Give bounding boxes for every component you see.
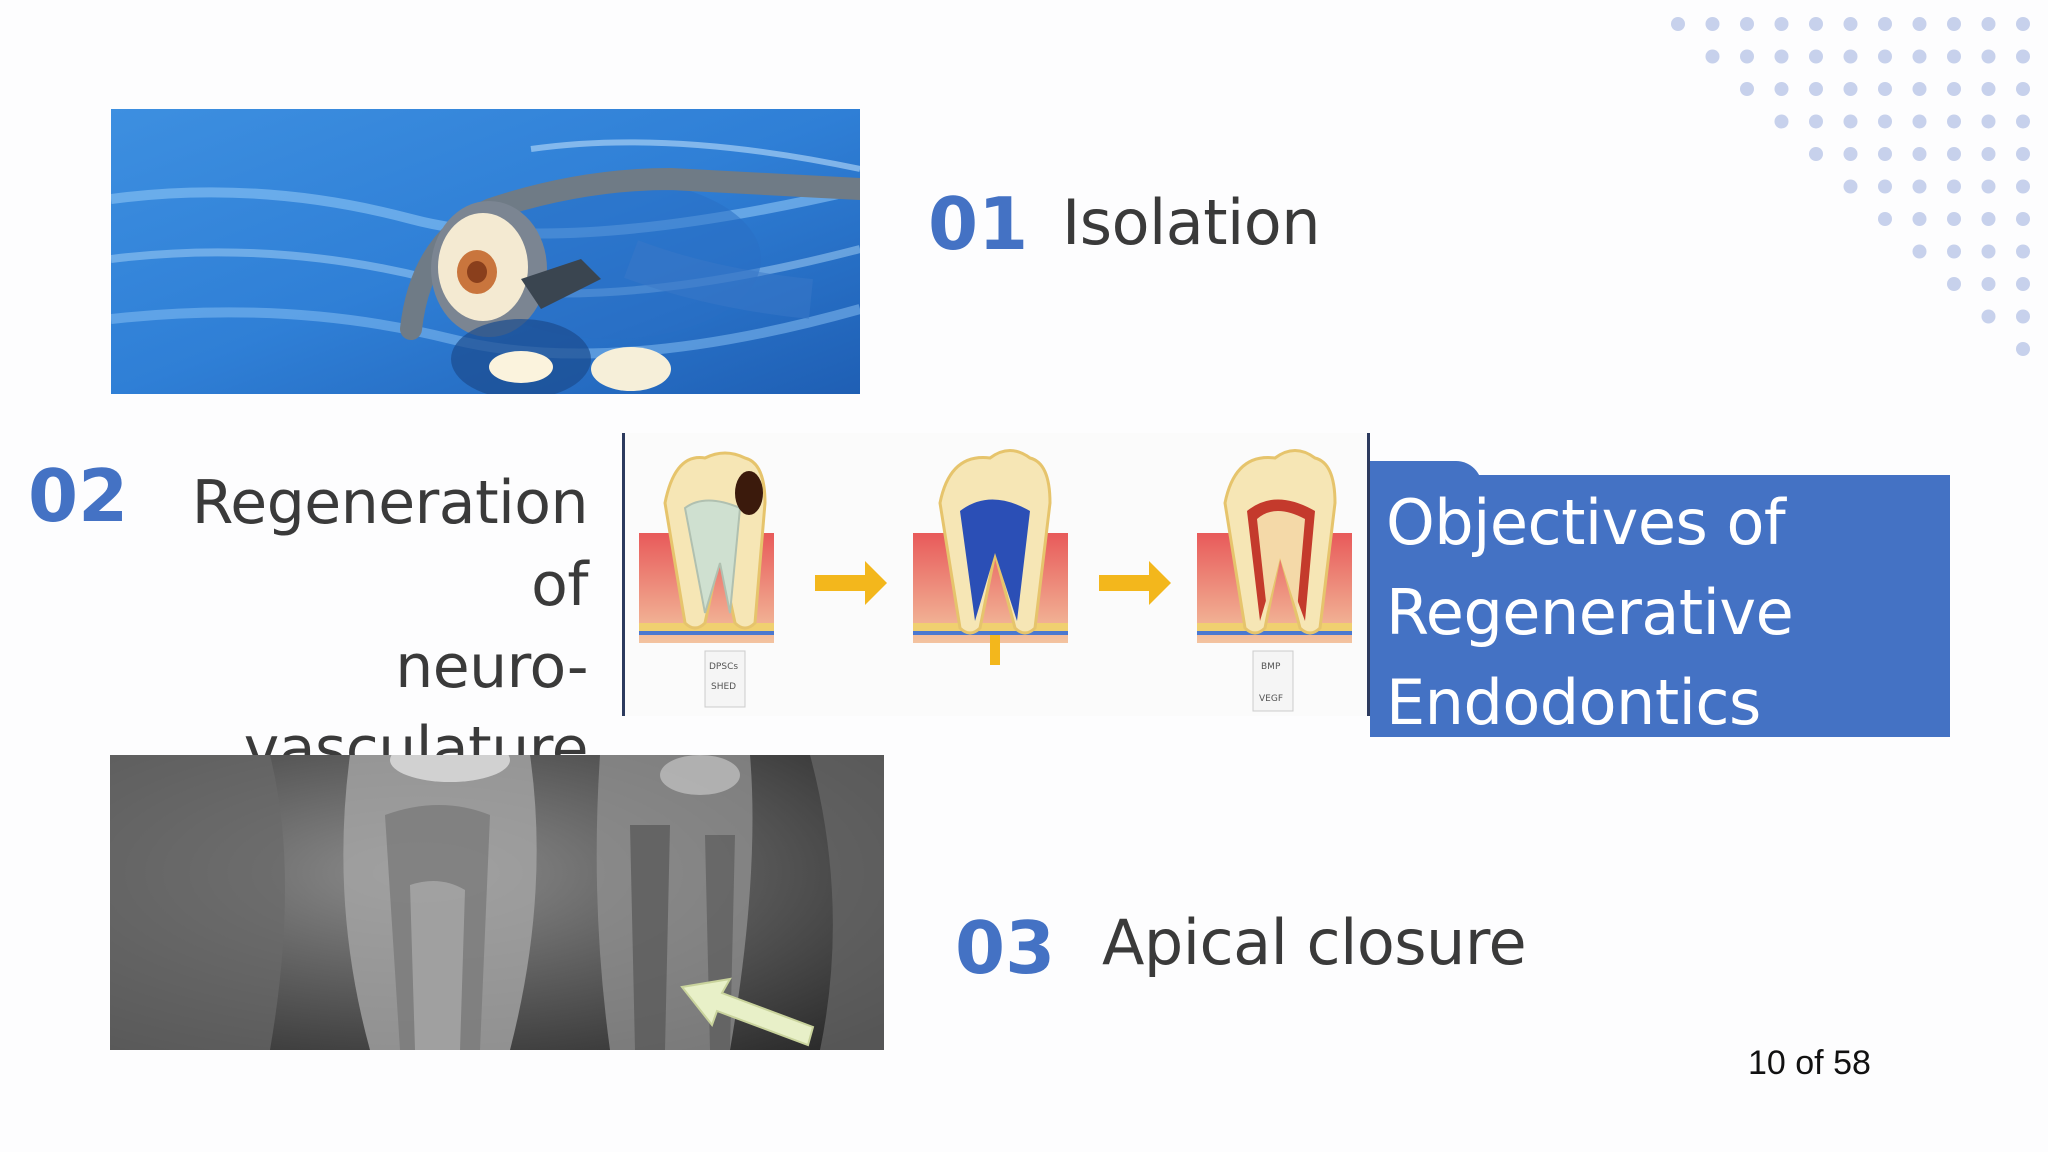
indicator-arrow-icon [680, 977, 815, 1047]
tooth-diseased-illustration: DPSCs SHED [639, 451, 774, 708]
tooth-treated-illustration [913, 449, 1068, 665]
decorative-dot [2016, 82, 2030, 96]
objective-label-isolation: Isolation [1062, 186, 1321, 259]
decorative-dot [2016, 309, 2030, 324]
decorative-dot [1843, 179, 1858, 194]
decorative-dot [1981, 309, 1996, 324]
decorative-dot [1809, 82, 1823, 96]
decorative-dot [1947, 179, 1961, 194]
decorative-dot [1981, 17, 1996, 31]
decorative-dot [1809, 114, 1823, 129]
decorative-dot [1912, 49, 1927, 64]
page-indicator: 10 of 58 [1748, 1044, 1871, 1082]
decorative-dot [1878, 49, 1892, 64]
decorative-dot [1878, 17, 1892, 31]
decorative-dot [1705, 49, 1720, 64]
regeneration-diagram: DPSCs SHED BMP VEGF [622, 433, 1370, 716]
decorative-dot [1947, 244, 1961, 259]
diagram-label-dpscs: DPSCs [709, 662, 738, 672]
isolation-photo [111, 109, 860, 394]
decorative-dot [1809, 17, 1823, 31]
decorative-dot [1740, 49, 1754, 64]
decorative-dot [1912, 147, 1927, 161]
decorative-dot [1843, 147, 1858, 161]
decorative-dot [1912, 114, 1927, 129]
decorative-dot-pattern [1671, 17, 2030, 356]
objective-number-02: 02 [28, 454, 129, 538]
arrow-right-icon [1099, 561, 1171, 605]
decorative-dot [1809, 49, 1823, 64]
decorative-dot [1981, 179, 1996, 194]
decorative-dot [2016, 342, 2030, 356]
decorative-dot [1774, 114, 1789, 129]
decorative-dot [2016, 147, 2030, 161]
decorative-dot [1878, 179, 1892, 194]
objective-number-03: 03 [955, 906, 1056, 990]
slide-title: Objectives of Regenerative Endodontics [1386, 486, 1794, 739]
decorative-dot [1843, 82, 1858, 96]
decorative-dot [1981, 212, 1996, 226]
decorative-dot [1843, 114, 1858, 129]
decorative-dot [2016, 114, 2030, 129]
decorative-dot [1740, 17, 1754, 31]
decorative-dot [1947, 82, 1961, 96]
decorative-dot [1878, 212, 1892, 226]
decorative-dot [2016, 49, 2030, 64]
decorative-dot [1981, 49, 1996, 64]
decorative-dot [1981, 114, 1996, 129]
objective-number-01: 01 [928, 182, 1029, 266]
decorative-dot [1912, 17, 1927, 31]
decorative-dot [1912, 82, 1927, 96]
decorative-dot [1774, 82, 1789, 96]
decorative-dot [1809, 147, 1823, 161]
decorative-dot [1981, 277, 1996, 291]
decorative-dot [1878, 82, 1892, 96]
decorative-dot [1981, 82, 1996, 96]
decorative-dot [1947, 17, 1961, 31]
decorative-dot [2016, 179, 2030, 194]
decorative-dot [1843, 17, 1858, 31]
decorative-dot [2016, 17, 2030, 31]
decorative-dot [1740, 82, 1754, 96]
decorative-dot [1843, 49, 1858, 64]
arrow-right-icon [815, 561, 887, 605]
decorative-dot [1671, 17, 1685, 31]
decorative-dot [1705, 17, 1720, 31]
decorative-dot [1947, 114, 1961, 129]
decorative-dot [2016, 244, 2030, 259]
decorative-dot [1981, 147, 1996, 161]
decorative-dot [2016, 212, 2030, 226]
decorative-dot [1774, 17, 1789, 31]
decorative-dot [1947, 277, 1961, 291]
radiograph-photo [110, 755, 884, 1050]
decorative-dot [1947, 147, 1961, 161]
diagram-label-shed: SHED [711, 682, 736, 692]
decorative-dot [2016, 277, 2030, 291]
decorative-dot [1947, 212, 1961, 226]
decorative-dot [1947, 49, 1961, 64]
decorative-dot [1981, 244, 1996, 259]
decorative-dot [1878, 114, 1892, 129]
decorative-dot [1912, 244, 1927, 259]
diagram-label-bmp: BMP [1261, 662, 1281, 672]
decorative-dot [1878, 147, 1892, 161]
decorative-dot [1774, 49, 1789, 64]
diagram-label-vegf: VEGF [1259, 694, 1283, 704]
tooth-regenerated-illustration: BMP VEGF [1197, 449, 1352, 712]
decorative-dot [1912, 212, 1927, 226]
objective-label-apical-closure: Apical closure [1102, 906, 1527, 979]
title-background [1370, 475, 1950, 737]
decorative-dot [1912, 179, 1927, 194]
